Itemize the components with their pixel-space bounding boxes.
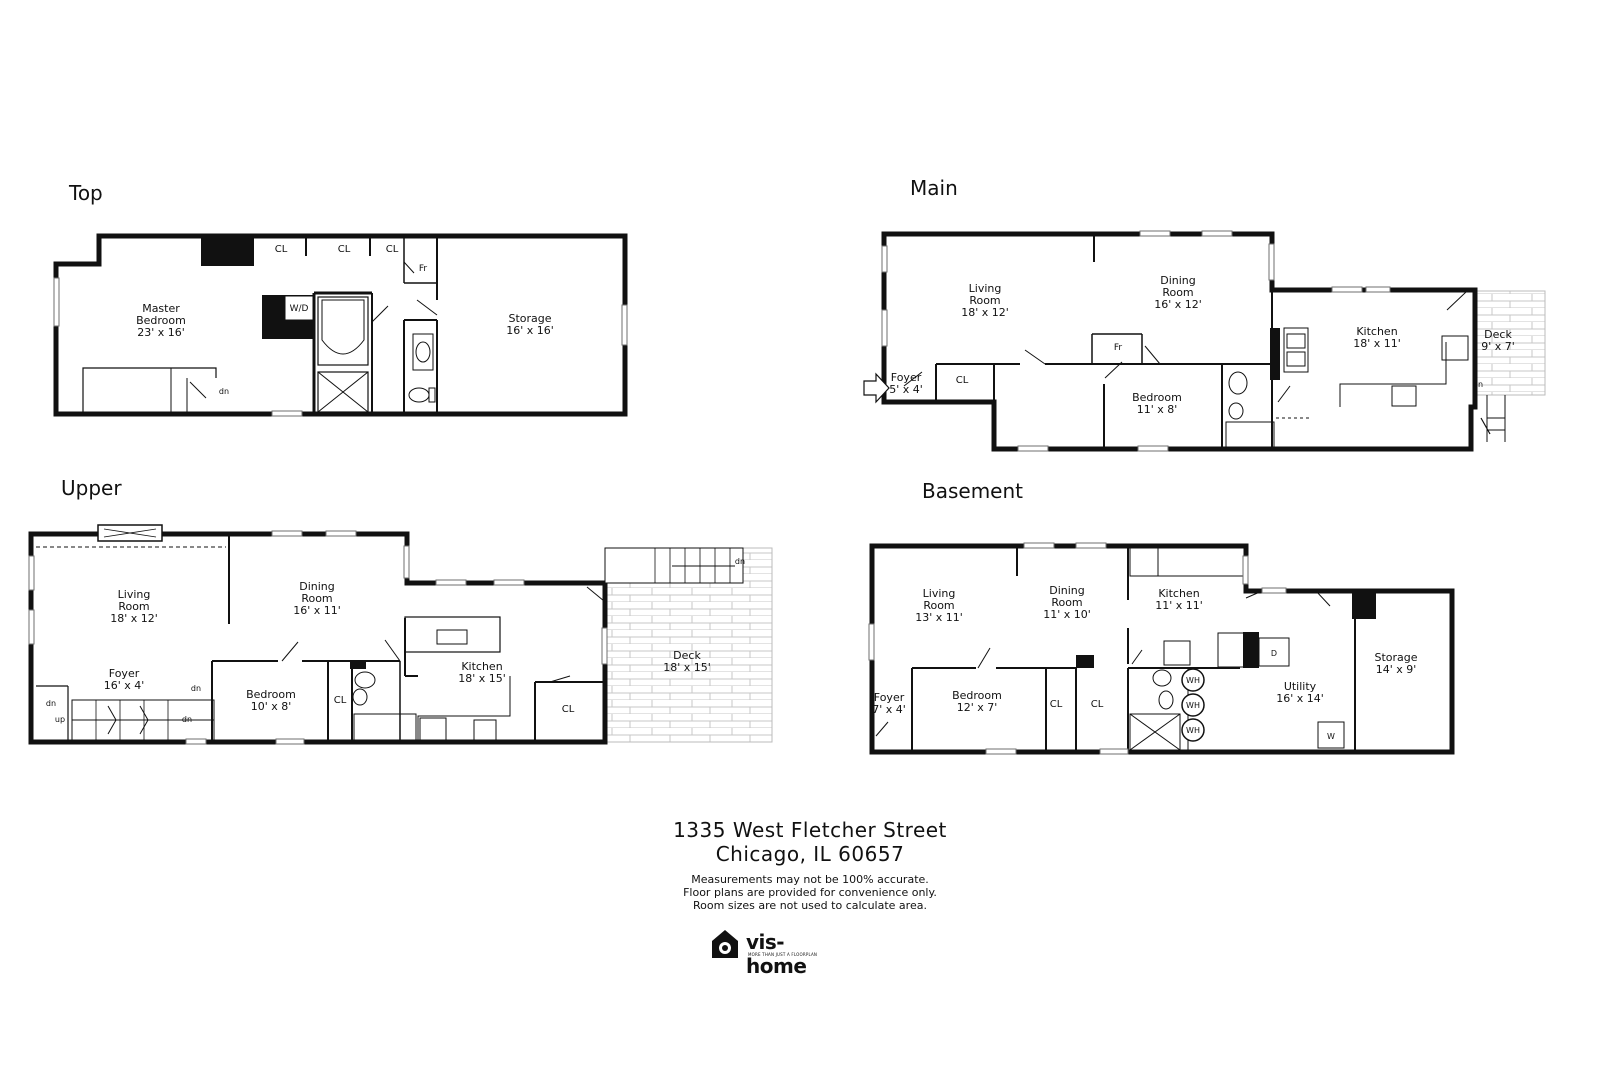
- house-icon: [712, 930, 738, 958]
- main-dn-label: dn: [1473, 380, 1483, 389]
- upper-dn-label: dn: [735, 557, 745, 566]
- basement-w-label: W: [1327, 732, 1335, 741]
- basement-floor-plan: [868, 542, 1455, 755]
- top-chimney: [201, 236, 254, 266]
- top-wd-label: W/D: [290, 304, 309, 314]
- basement-floor-outline: [869, 543, 1455, 755]
- top-cl-label: CL: [275, 244, 288, 255]
- basement-wh-label: WH: [1186, 726, 1200, 735]
- basement-cl-label: CL: [1091, 699, 1104, 710]
- brand-name: vis-home: [746, 930, 807, 978]
- top-shower: [317, 371, 369, 413]
- main-fr-label: Fr: [1114, 343, 1123, 353]
- address-line-2: Chicago, IL 60657: [715, 842, 905, 866]
- top-cl-label: CL: [338, 244, 351, 255]
- disclaimer-line: Room sizes are not used to calculate are…: [693, 899, 927, 912]
- address-block: 1335 West Fletcher Street Chicago, IL 60…: [560, 818, 1060, 866]
- brand-tagline: MORE THAN JUST A FLOORPLAN: [748, 952, 818, 957]
- upper-floor-outline: [28, 531, 608, 745]
- upper-cl-label: CL: [562, 704, 575, 715]
- top-cl-label: CL: [386, 244, 399, 255]
- upper-floor-plan: [28, 524, 773, 745]
- upper-dn-label: dn: [46, 699, 56, 708]
- floor-title-basement: Basement: [922, 479, 1024, 503]
- basement-cl-label: CL: [1050, 699, 1063, 710]
- top-floor-outline: [53, 233, 628, 417]
- main-deck-area: [1474, 290, 1546, 396]
- upper-dn-label: dn: [191, 684, 201, 693]
- address-line-1: 1335 West Fletcher Street: [673, 818, 947, 842]
- top-floor-plan: [53, 233, 628, 417]
- disclaimer-block: Measurements may not be 100% accurate. F…: [560, 873, 1060, 912]
- floor-title-top: Top: [69, 181, 103, 205]
- basement-wh-label: WH: [1186, 676, 1200, 685]
- upper-up-label: up: [55, 715, 65, 724]
- top-fr-label: Fr: [419, 264, 428, 274]
- basement-d-label: D: [1271, 649, 1277, 658]
- disclaimer-line: Measurements may not be 100% accurate.: [691, 873, 929, 886]
- vis-home-logo: vis-home MORE THAN JUST A FLOORPLAN: [710, 928, 830, 978]
- top-dn-label: dn: [219, 387, 229, 396]
- main-cl-label: CL: [956, 375, 969, 386]
- upper-dn-label: dn: [182, 715, 192, 724]
- main-entry-arrow: [863, 372, 890, 404]
- disclaimer-line: Floor plans are provided for convenience…: [683, 886, 937, 899]
- basement-wh-label: WH: [1186, 701, 1200, 710]
- top-tub: [317, 296, 369, 366]
- floor-title-main: Main: [910, 176, 958, 200]
- upper-cl-label: CL: [334, 695, 347, 706]
- main-floor-plan: [863, 230, 1546, 452]
- floor-title-upper: Upper: [61, 476, 122, 500]
